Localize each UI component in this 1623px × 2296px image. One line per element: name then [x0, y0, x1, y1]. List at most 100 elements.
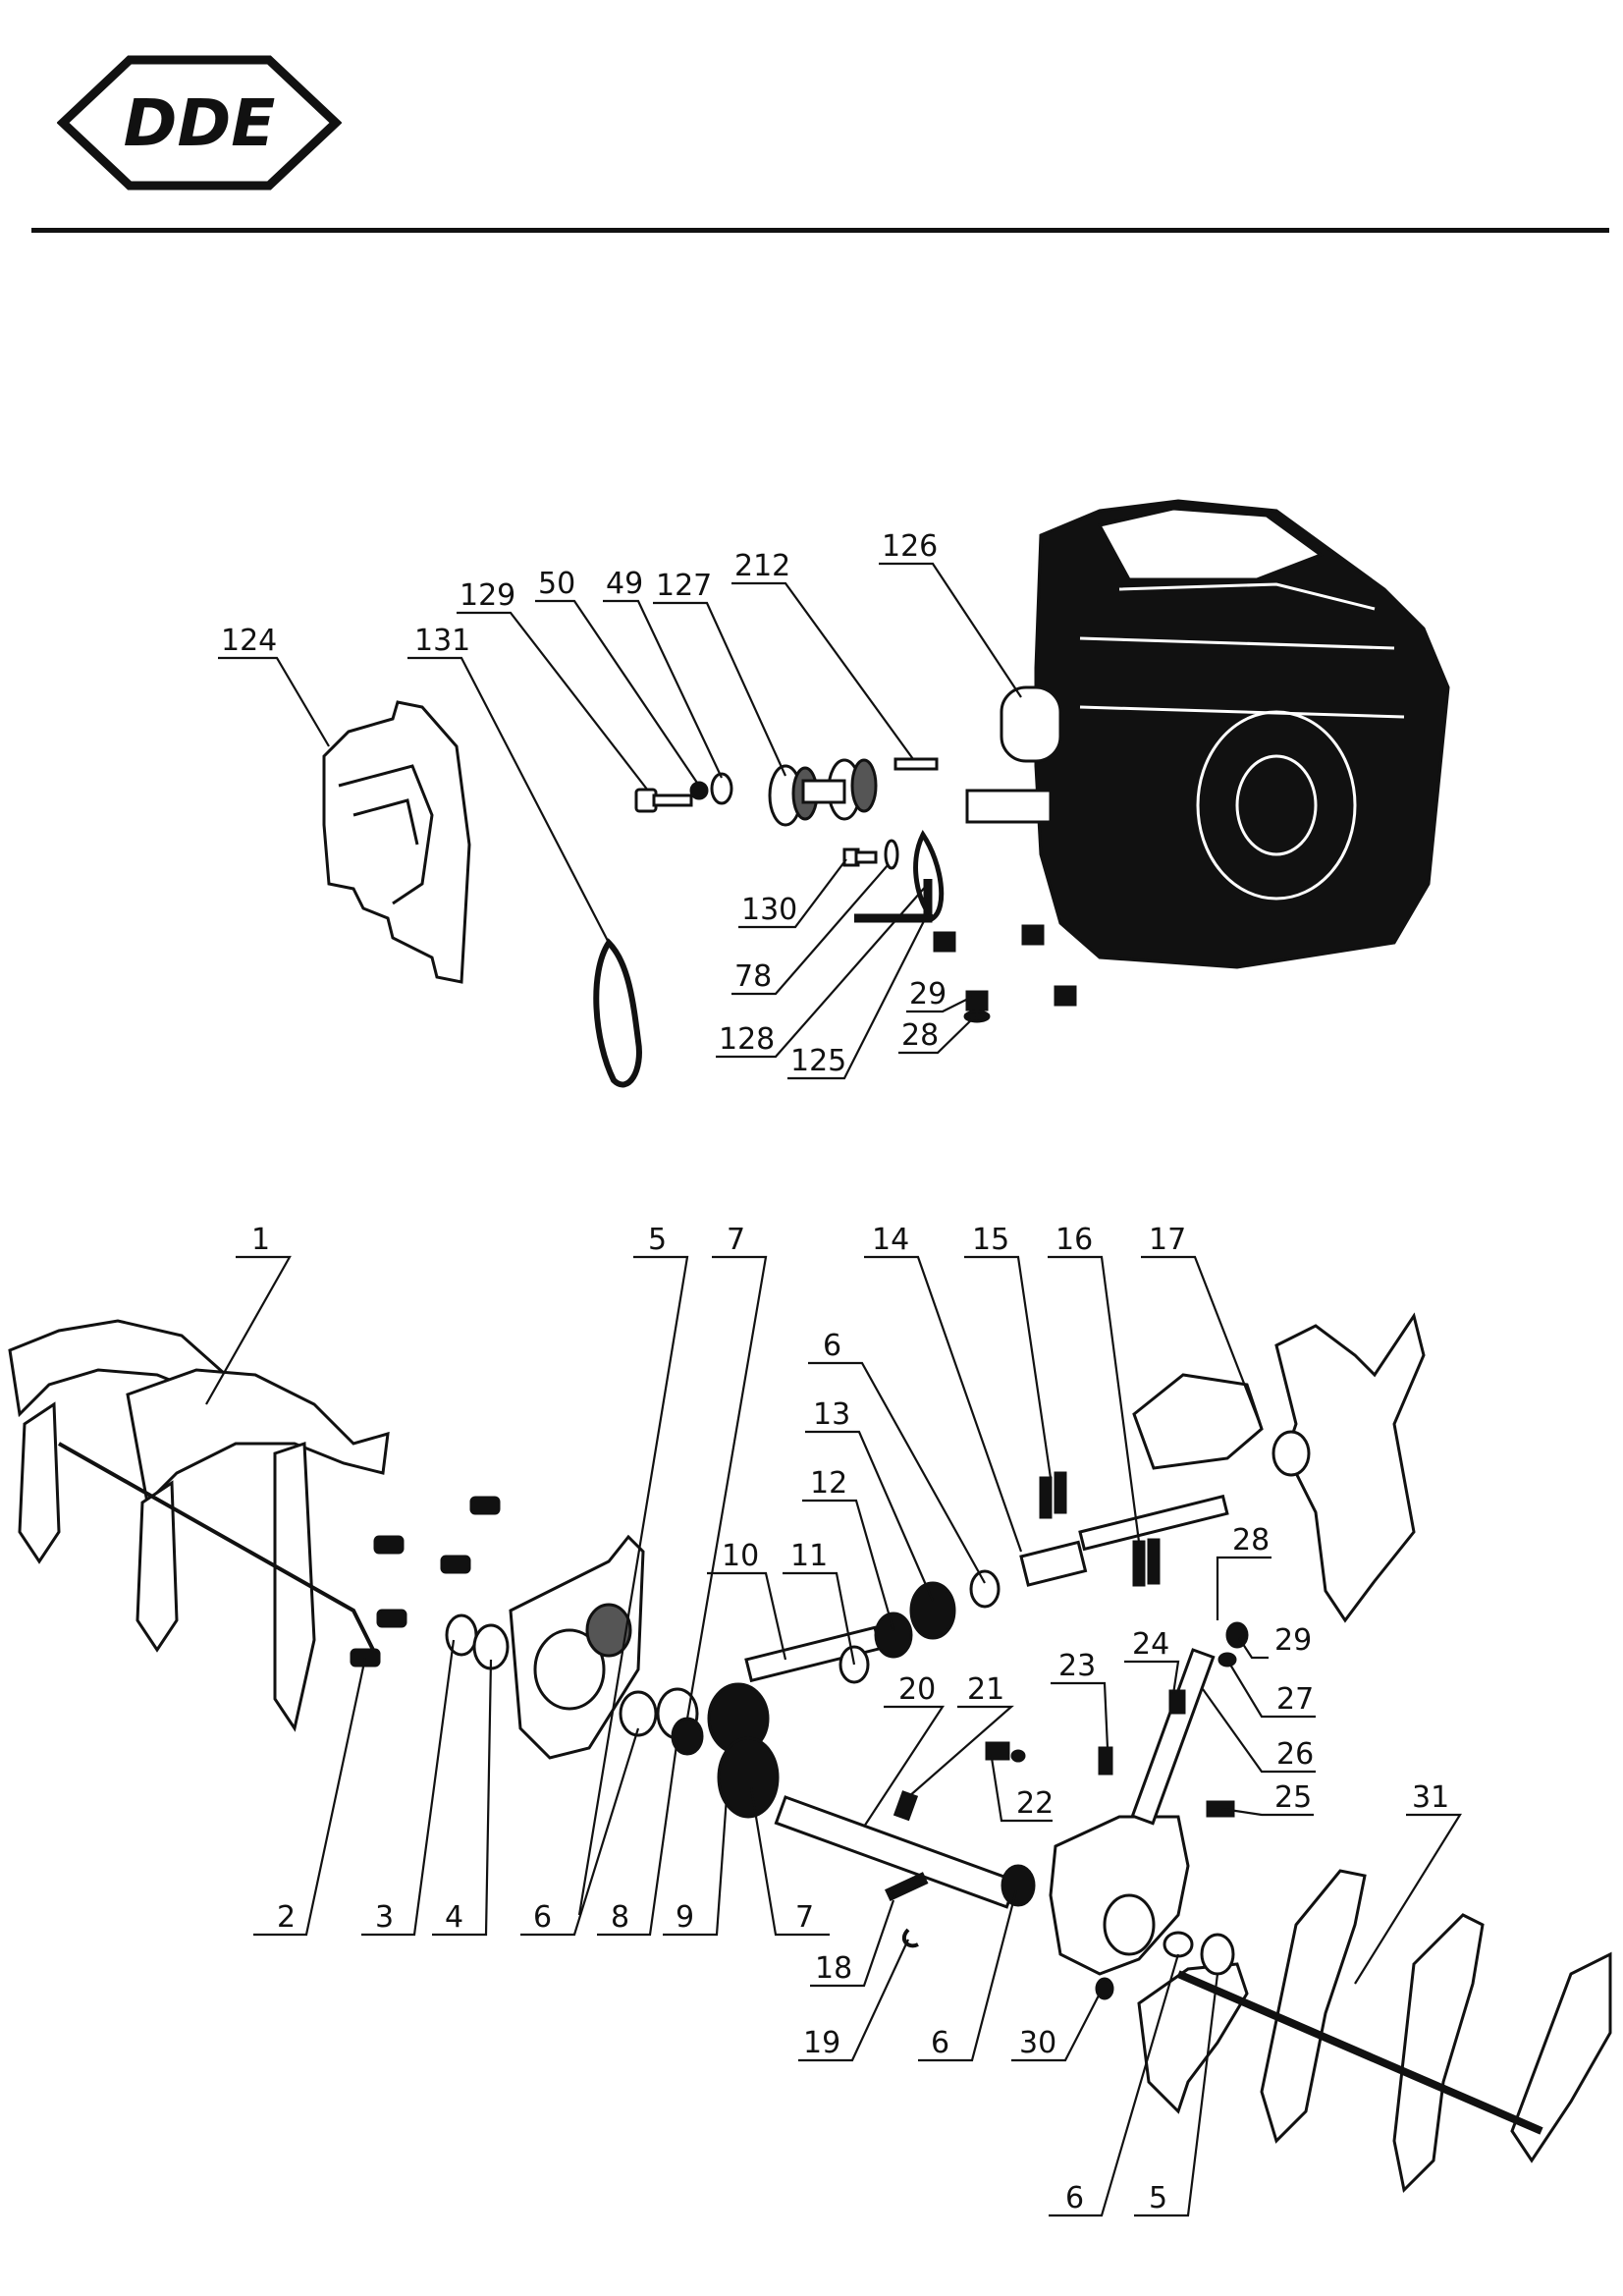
svg-text:27: 27	[1276, 1682, 1314, 1717]
callout-15: 15	[964, 1223, 1053, 1479]
tine-set-17	[1132, 1312, 1426, 1623]
svg-text:6: 6	[823, 1329, 841, 1363]
key-212	[893, 757, 939, 771]
center-shaft-20	[774, 1790, 1036, 1948]
callout-11: 11	[783, 1539, 856, 1666]
callout-124: 124	[218, 624, 330, 747]
callout-20: 20	[863, 1672, 946, 1828]
header-rule	[31, 228, 1609, 233]
washer-78	[884, 839, 899, 870]
washer-49	[710, 772, 733, 805]
callout-131: 131	[407, 624, 610, 944]
svg-text:4: 4	[445, 1900, 463, 1935]
callout-7-top: 7	[685, 1223, 768, 1720]
svg-text:3: 3	[375, 1900, 394, 1935]
svg-text:10: 10	[722, 1539, 759, 1573]
pulley-127	[768, 758, 878, 827]
gearbox-cover-right	[1049, 1815, 1190, 2000]
svg-text:127: 127	[656, 569, 712, 603]
callout-13: 13	[805, 1397, 935, 1602]
svg-text:28: 28	[901, 1018, 939, 1053]
svg-text:29: 29	[909, 977, 947, 1011]
gearbox-cover-left	[509, 1534, 645, 1760]
svg-text:128: 128	[719, 1022, 775, 1057]
callout-14: 14	[864, 1223, 1023, 1553]
callout-9: 9	[663, 1796, 729, 1937]
callout-78: 78	[731, 863, 890, 996]
callout-18: 18	[810, 1899, 895, 1988]
callout-27: 27	[1226, 1659, 1316, 1719]
svg-text:12: 12	[810, 1466, 847, 1501]
svg-text:5: 5	[648, 1223, 667, 1257]
svg-text:20: 20	[898, 1672, 936, 1707]
svg-text:16: 16	[1055, 1223, 1093, 1257]
callout-126: 126	[879, 529, 1022, 698]
belt-cover-124	[322, 700, 471, 984]
rod-128	[854, 879, 933, 923]
svg-text:78: 78	[734, 959, 772, 994]
fasteners-left	[350, 1496, 510, 1670]
engine-mount-nuts	[933, 924, 1077, 1023]
svg-text:11: 11	[790, 1539, 828, 1573]
callout-130: 130	[738, 858, 847, 929]
svg-text:31: 31	[1412, 1780, 1449, 1815]
svg-text:2: 2	[277, 1900, 296, 1935]
belt-131	[593, 938, 642, 1088]
callout-10: 10	[707, 1539, 787, 1661]
svg-text:125: 125	[790, 1044, 846, 1078]
callout-2: 2	[253, 1657, 367, 1937]
svg-text:8: 8	[611, 1900, 629, 1935]
svg-text:29: 29	[1274, 1623, 1312, 1658]
svg-text:23: 23	[1058, 1649, 1096, 1683]
svg-text:49: 49	[606, 567, 643, 601]
svg-text:50: 50	[538, 567, 575, 601]
engine-assembly	[965, 499, 1450, 969]
svg-text:124: 124	[221, 624, 277, 658]
callout-5-bottom: 5	[1134, 1973, 1219, 2217]
callout-6-upper: 6	[808, 1329, 986, 1584]
callout-17: 17	[1141, 1223, 1264, 1430]
callout-6-right: 6	[1049, 1953, 1180, 2217]
svg-text:13: 13	[813, 1397, 850, 1432]
svg-text:130: 130	[741, 893, 797, 927]
callout-25: 25	[1221, 1780, 1314, 1817]
callout-29-bottom: 29	[1238, 1623, 1312, 1660]
logo-text: DDE	[124, 85, 276, 161]
callout-49: 49	[603, 567, 723, 779]
callout-22: 22	[990, 1757, 1054, 1823]
callout-7-bottom: 7	[749, 1786, 830, 1937]
svg-text:129: 129	[460, 578, 515, 613]
svg-text:22: 22	[1016, 1786, 1054, 1821]
svg-text:6: 6	[1065, 2181, 1084, 2215]
svg-text:131: 131	[414, 624, 470, 658]
callout-8: 8	[597, 1737, 679, 1937]
callout-6-left: 6	[520, 1727, 640, 1937]
callout-24: 24	[1124, 1627, 1180, 1695]
callout-26: 26	[1202, 1688, 1316, 1774]
svg-text:7: 7	[795, 1900, 814, 1935]
svg-text:18: 18	[815, 1951, 852, 1986]
callout-5-top: 5	[577, 1223, 689, 1916]
shift-lever-assembly	[985, 1621, 1249, 1826]
callout-19: 19	[798, 1939, 909, 2062]
svg-text:19: 19	[803, 2026, 840, 2060]
callout-4: 4	[432, 1659, 493, 1937]
svg-text:25: 25	[1274, 1780, 1312, 1815]
svg-text:24: 24	[1132, 1627, 1169, 1662]
callout-28-top: 28	[898, 1015, 976, 1055]
callout-23: 23	[1051, 1649, 1109, 1749]
svg-text:30: 30	[1019, 2026, 1056, 2060]
tine-set-31	[1137, 1869, 1612, 2194]
callout-212: 212	[731, 549, 914, 760]
callout-21: 21	[907, 1672, 1014, 1798]
bolt-129	[634, 788, 693, 813]
svg-text:17: 17	[1149, 1223, 1186, 1257]
callout-28-bottom: 28	[1216, 1523, 1271, 1620]
callout-6-center: 6	[918, 1889, 1018, 2062]
svg-text:7: 7	[727, 1223, 745, 1257]
callout-129: 129	[457, 578, 649, 792]
callout-125: 125	[787, 912, 929, 1080]
svg-text:26: 26	[1276, 1737, 1314, 1772]
callout-3: 3	[361, 1639, 456, 1937]
